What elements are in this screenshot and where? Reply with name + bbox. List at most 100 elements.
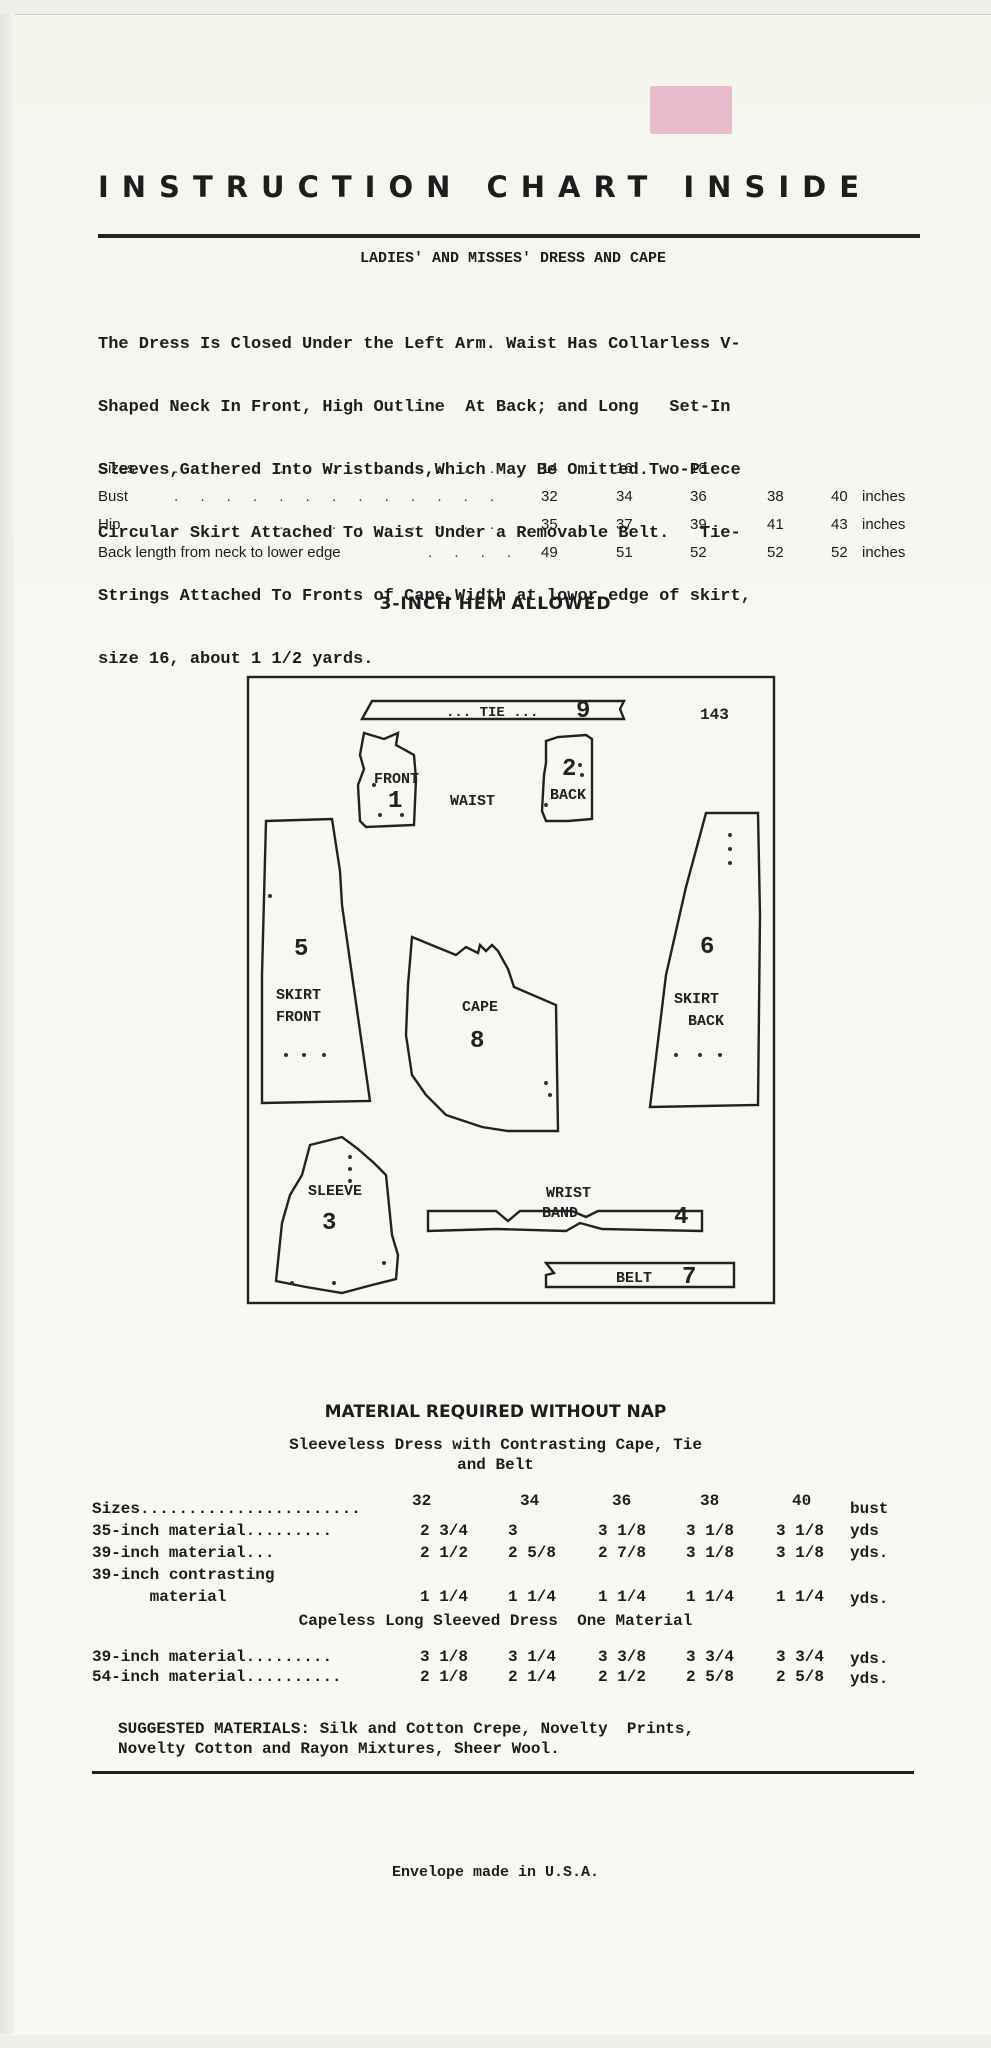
- cell: 52: [831, 544, 848, 561]
- skirt-back-label: BACK: [688, 1013, 724, 1030]
- back-label: BACK: [550, 787, 586, 804]
- row-label: Back length from neck to lower edge: [98, 544, 341, 561]
- cape-number: 8: [470, 1028, 484, 1055]
- materials-size: 38: [700, 1492, 720, 1510]
- materials-size: 32: [412, 1492, 432, 1510]
- cape-piece: [404, 935, 560, 1133]
- cell: 38: [767, 488, 784, 505]
- material-cell: 3 1/8: [686, 1522, 735, 1540]
- cell: 52: [690, 544, 707, 561]
- front-waist-piece: [356, 731, 418, 829]
- material-cell: 2 1/2: [598, 1668, 647, 1686]
- cell: 52: [767, 544, 784, 561]
- material-unit: yds.: [850, 1544, 889, 1562]
- description-line: Strings Attached To Fronts of Cape.Width…: [98, 587, 751, 606]
- material-cell: 3 1/4: [508, 1648, 557, 1666]
- material-cell: 3 1/8: [776, 1522, 825, 1540]
- cell: 37: [616, 516, 633, 533]
- instruction-chart-title: INSTRUCTION CHART INSIDE: [98, 170, 873, 204]
- cell: 36: [690, 488, 707, 505]
- material-cell: 3: [508, 1522, 518, 1540]
- skirt-back-number: 6: [700, 934, 714, 961]
- material-unit: yds.: [850, 1670, 889, 1688]
- material-row-label: 39-inch contrasting: [92, 1566, 275, 1584]
- belt-piece: [543, 1261, 736, 1289]
- suggested-materials: SUGGESTED MATERIALS: Silk and Cotton Cre…: [118, 1720, 695, 1738]
- cell: 32: [541, 488, 558, 505]
- cell: 14: [541, 460, 558, 477]
- material-cell: 1 1/4: [598, 1588, 647, 1606]
- skirt-back-piece: [648, 811, 762, 1109]
- cell: 40: [831, 488, 848, 505]
- pink-stamp-mark: [650, 86, 732, 134]
- materials-size: 34: [520, 1492, 540, 1510]
- cell: 18: [690, 460, 707, 477]
- material-cell: 3 1/8: [598, 1522, 647, 1540]
- row-label: Bust: [98, 488, 129, 505]
- sleeve-label: SLEEVE: [308, 1183, 362, 1200]
- tie-label: ... TIE ...: [446, 705, 538, 721]
- material-cell: 2 5/8: [686, 1668, 735, 1686]
- material-heading: MATERIAL REQUIRED WITHOUT NAP: [324, 1402, 667, 1422]
- material-cell: 1 1/4: [686, 1588, 735, 1606]
- cell: 49: [541, 544, 558, 561]
- leader-dots: . . . . . . . . . . . . .: [174, 516, 504, 533]
- materials-sizes-label: Sizes.......................: [92, 1500, 361, 1518]
- title-rule: [98, 234, 920, 238]
- description-line: size 16, about 1 1/2 yards.: [98, 650, 374, 669]
- material-row-label: 35-inch material.........: [92, 1522, 333, 1540]
- section2-title: Capeless Long Sleeved Dress One Material: [298, 1612, 693, 1630]
- skirt-front-number: 5: [294, 936, 308, 963]
- wristband-label: BAND: [542, 1205, 578, 1222]
- hem-note: 3-INCH HEM ALLOWED: [379, 594, 612, 614]
- description-line: Shaped Neck In Front, High Outline At Ba…: [98, 398, 731, 417]
- material-unit: yds: [850, 1522, 879, 1540]
- material-cell: 3 1/8: [686, 1544, 735, 1562]
- material-cell: 3 3/8: [598, 1648, 647, 1666]
- belt-number: 7: [682, 1264, 696, 1291]
- material-row-label: material: [92, 1588, 227, 1606]
- material-unit: yds.: [850, 1590, 889, 1608]
- material-cell: 2 1/2: [420, 1544, 469, 1562]
- material-row-label: 54-inch material..........: [92, 1668, 342, 1686]
- unit: inches: [862, 516, 906, 533]
- pattern-layout-diagram: ... TIE ... 9 143 FRONT 1 WAIST 2 BACK 5…: [246, 675, 778, 1307]
- bottom-rule: [92, 1771, 914, 1774]
- sleeve-number: 3: [322, 1210, 336, 1237]
- envelope-origin-note: Envelope made in U.S.A.: [391, 1864, 600, 1881]
- pattern-diagram-svg: ... TIE ... 9 143 FRONT 1 WAIST 2 BACK 5…: [246, 675, 776, 1305]
- cell: 35: [541, 516, 558, 533]
- material-cell: 2 1/8: [420, 1668, 469, 1686]
- material-row-label: 39-inch material...: [92, 1544, 275, 1562]
- wristband-number: 4: [674, 1204, 688, 1231]
- section1-title: Sleeveless Dress with Contrasting Cape, …: [289, 1436, 702, 1454]
- waist-label: WAIST: [450, 793, 495, 810]
- pattern-description: The Dress Is Closed Under the Left Arm. …: [98, 292, 928, 691]
- wristband-piece: [426, 1209, 704, 1233]
- cell: 41: [767, 516, 784, 533]
- cell: 39: [690, 516, 707, 533]
- material-cell: 1 1/4: [776, 1588, 825, 1606]
- material-cell: 2 7/8: [598, 1544, 647, 1562]
- pattern-subtitle: LADIES' AND MISSES' DRESS AND CAPE: [359, 250, 667, 267]
- material-cell: 3 1/8: [420, 1648, 469, 1666]
- description-line: The Dress Is Closed Under the Left Arm. …: [98, 335, 741, 354]
- back-waist-piece: [540, 733, 594, 823]
- description-line: Circular Skirt Attached To Waist Under a…: [98, 524, 741, 543]
- material-cell: 2 5/8: [508, 1544, 557, 1562]
- cell: 51: [616, 544, 633, 561]
- cell: 34: [616, 488, 633, 505]
- back-number: 2: [562, 756, 576, 783]
- front-label: FRONT: [374, 771, 419, 788]
- material-cell: 1 1/4: [420, 1588, 469, 1606]
- row-label: Sizes: [98, 460, 135, 477]
- unit: inches: [862, 544, 906, 561]
- material-cell: 3 3/4: [776, 1648, 825, 1666]
- material-cell: 1 1/4: [508, 1588, 557, 1606]
- tie-piece: [359, 699, 626, 721]
- cell: 16: [616, 460, 633, 477]
- wristband-label: WRIST: [546, 1185, 591, 1202]
- materials-size-unit: bust: [850, 1500, 889, 1518]
- envelope-back: [0, 14, 991, 2035]
- suggested-materials: Novelty Cotton and Rayon Mixtures, Sheer…: [118, 1740, 560, 1758]
